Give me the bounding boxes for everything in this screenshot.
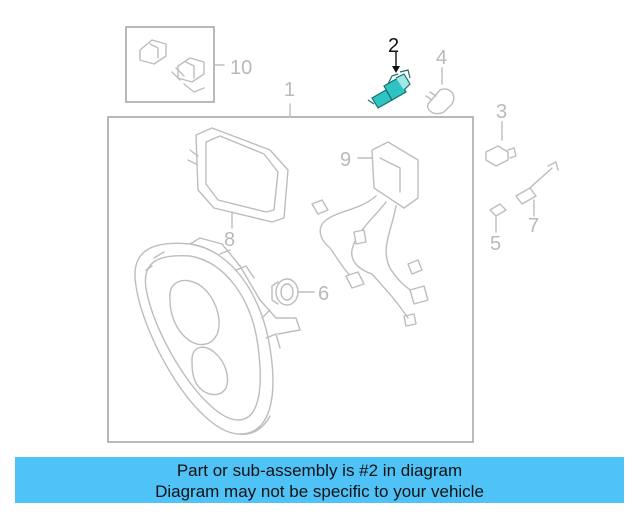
callout-8[interactable]: 8 <box>224 229 235 251</box>
part-2-bulb[interactable] <box>367 69 411 109</box>
part-9-harness[interactable] <box>311 141 429 327</box>
caption-line-disclaimer: Diagram may not be specific to your vehi… <box>155 482 484 501</box>
part-6-socket[interactable] <box>271 278 299 306</box>
callout-6[interactable]: 6 <box>318 283 329 305</box>
part-4-bulb[interactable] <box>425 88 455 115</box>
part-5-clip[interactable] <box>489 203 507 217</box>
headlamp-body[interactable] <box>134 237 301 435</box>
callout-7[interactable]: 7 <box>528 215 539 237</box>
diagram-caption-banner: Part or sub-assembly is #2 in diagram Di… <box>15 457 624 503</box>
callout-2[interactable]: 2 <box>388 35 399 57</box>
callout-3[interactable]: 3 <box>496 101 507 123</box>
callout-10[interactable]: 10 <box>230 57 252 79</box>
part-10-inset[interactable] <box>125 26 215 103</box>
callout-9[interactable]: 9 <box>340 149 351 171</box>
callout-5[interactable]: 5 <box>490 233 501 255</box>
caption-line-part: Part or sub-assembly is #2 in diagram <box>176 461 463 480</box>
part-3-socket[interactable] <box>485 145 517 167</box>
part-8-bezel[interactable] <box>187 127 289 223</box>
arrow-2 <box>392 66 400 73</box>
part-7-pigtail[interactable] <box>515 161 559 205</box>
callout-4[interactable]: 4 <box>436 47 447 69</box>
callout-1[interactable]: 1 <box>284 79 295 101</box>
